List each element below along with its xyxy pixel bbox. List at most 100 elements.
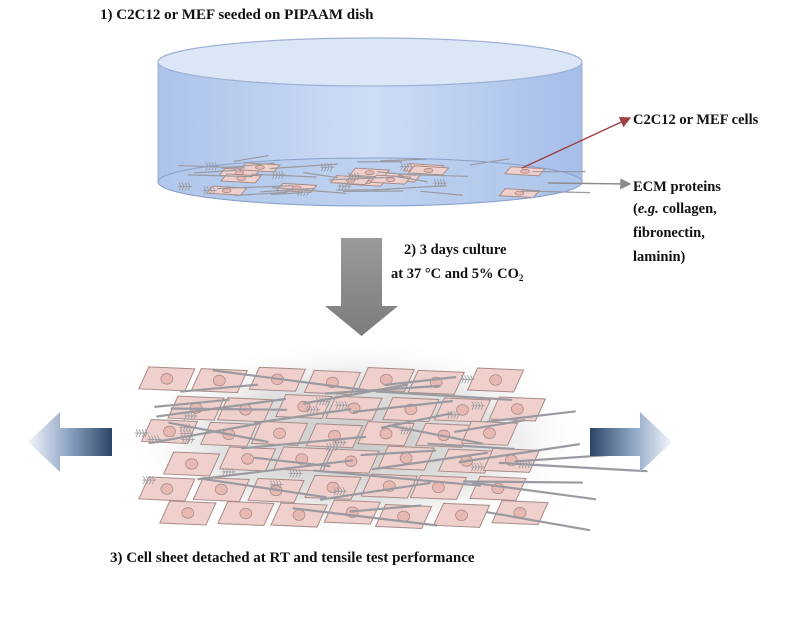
- ecm-fiber: [199, 477, 327, 499]
- ecm-fiber: [324, 384, 441, 395]
- cell-nucleus: [456, 404, 469, 416]
- ecm-fiber: [453, 419, 526, 433]
- ecm-fiber: [168, 421, 269, 443]
- ecm-fiber: [485, 511, 591, 532]
- ecm-fiber: [427, 442, 515, 451]
- ecm-fiber: [234, 191, 288, 197]
- ecm-fiber: [319, 481, 431, 501]
- cell-nucleus: [212, 374, 226, 387]
- ecm-pointer-arrow: [547, 178, 632, 190]
- ecm-branch: [332, 487, 347, 496]
- cell-nucleus: [514, 190, 525, 196]
- cell-nucleus: [326, 481, 340, 494]
- dish-cell-layer: [178, 154, 591, 199]
- ecm-fiber: [170, 407, 288, 411]
- ecm-label: ECM proteins: [633, 179, 721, 195]
- dish-bottom-rim: [157, 157, 583, 207]
- cell-nucleus: [489, 374, 503, 386]
- ecm-fiber: [398, 173, 468, 177]
- ecm-branch: [320, 163, 335, 172]
- step-3-title: 3) Cell sheet detached at RT and tensile…: [110, 550, 475, 566]
- tensile-right-arrow: [590, 412, 672, 472]
- ecm-fiber: [384, 376, 457, 387]
- ecm-fiber: [521, 190, 591, 194]
- ecm-fiber: [260, 188, 315, 193]
- ecm-branch: [399, 426, 414, 435]
- ecm-branch: [142, 475, 157, 485]
- ecm-fiber: [156, 397, 287, 418]
- ecm-fiber: [420, 190, 464, 196]
- ecm-fiber: [391, 175, 428, 183]
- ecm-eg-abbrev: e.g.: [637, 201, 659, 217]
- ecm-branch: [147, 435, 162, 444]
- cell-nucleus: [379, 427, 393, 440]
- ecm-branch: [221, 467, 236, 477]
- step-2-line-1: 2) 3 days culture: [404, 242, 507, 258]
- cell-nucleus: [292, 509, 306, 521]
- ecm-fiber: [178, 164, 246, 169]
- ecm-branch: [470, 462, 485, 472]
- cells-pointer-arrow: [521, 117, 632, 169]
- ecm-example-laminin: laminin): [633, 249, 686, 265]
- cell-nucleus: [239, 507, 253, 520]
- ecm-fiber: [272, 186, 347, 194]
- ecm-branch: [337, 181, 352, 191]
- ecm-fiber: [270, 192, 303, 196]
- cell-nucleus: [328, 430, 341, 442]
- cell-nucleus: [241, 453, 254, 465]
- cell-nucleus: [510, 403, 524, 415]
- ecm-fiber: [212, 369, 368, 392]
- ecm-fiber: [292, 507, 438, 527]
- ecm-fiber: [197, 459, 354, 481]
- petri-dish: [157, 37, 591, 207]
- ecm-fiber: [253, 408, 352, 424]
- ecm-fiber: [352, 400, 454, 413]
- ecm-branch: [315, 397, 330, 406]
- ecm-example-collagen: (e.g. collagen,: [633, 200, 717, 219]
- ecm-branch: [288, 469, 303, 478]
- ecm-fiber: [269, 163, 339, 170]
- ecm-collagen: collagen,: [658, 201, 717, 217]
- cell-nucleus: [181, 507, 195, 519]
- ecm-fiber: [179, 383, 259, 393]
- cell-nucleus: [432, 481, 445, 494]
- sheet-cell-layer: [135, 366, 648, 532]
- ecm-branch: [178, 182, 193, 191]
- cell-nucleus: [273, 427, 286, 440]
- cell-nucleus: [520, 168, 530, 174]
- cell-nucleus: [163, 425, 176, 438]
- ecm-branch: [446, 410, 461, 419]
- cell-nucleus: [379, 373, 393, 386]
- ecm-branch: [399, 162, 414, 171]
- cell-nucleus: [236, 176, 246, 181]
- ecm-branch: [433, 178, 448, 188]
- ecm-branch: [271, 170, 286, 179]
- ecm-example-fibronectin: fibronectin,: [633, 225, 705, 241]
- ecm-fiber: [154, 398, 230, 408]
- ecm-branch: [460, 375, 475, 384]
- ecm-fiber: [193, 169, 237, 174]
- dish-top-rim: [157, 37, 583, 87]
- ecm-branch: [183, 411, 198, 421]
- cell-nucleus: [399, 452, 413, 464]
- cells-label: C2C12 or MEF cells: [633, 112, 759, 128]
- cell-nucleus: [185, 458, 199, 470]
- ecm-fiber: [328, 176, 394, 181]
- ecm-fiber: [360, 449, 437, 457]
- cell-nucleus: [423, 168, 434, 173]
- ecm-fiber: [313, 469, 482, 487]
- ecm-branch: [296, 187, 311, 197]
- ecm-fiber: [148, 422, 262, 445]
- ecm-paren-open: (: [633, 201, 638, 217]
- ecm-fiber: [462, 480, 584, 484]
- cell-nucleus: [483, 427, 496, 439]
- ecm-fiber: [241, 435, 366, 450]
- ecm-fiber: [486, 410, 576, 423]
- ecm-branch: [181, 435, 196, 444]
- cell-nucleus: [160, 483, 174, 495]
- tensile-left-arrow: [28, 412, 112, 472]
- ecm-fiber: [471, 481, 597, 501]
- ecm-fiber: [371, 451, 488, 471]
- cell-sheet: [125, 340, 648, 540]
